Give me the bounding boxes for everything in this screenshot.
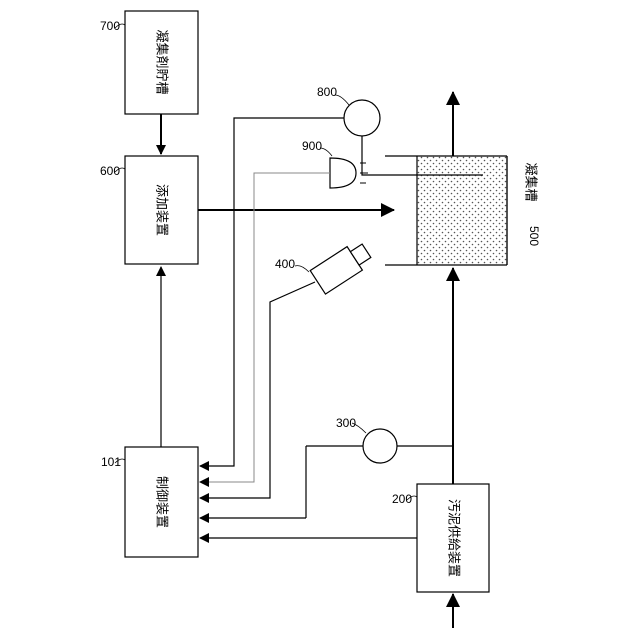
camera: 400	[200, 239, 374, 498]
addition-device-ref: 600	[100, 164, 120, 178]
flow-sensor: 300	[200, 416, 453, 518]
controller-ref: 101	[101, 455, 121, 469]
light-ref: 900	[302, 139, 322, 153]
sludge-supply-ref: 200	[392, 492, 412, 506]
light-unit: 900	[200, 139, 368, 482]
addition-device-block: 添加装置 600	[100, 156, 198, 264]
addition-device-label: 添加装置	[154, 184, 169, 236]
flow-sensor-ref: 300	[336, 416, 356, 430]
controller-block: 制御装置 101	[101, 447, 198, 557]
coagulation-tank-ref: 500	[527, 226, 541, 246]
controller-label: 制御装置	[154, 476, 169, 528]
sensor-800-ref: 800	[317, 85, 337, 99]
camera-ref: 400	[275, 257, 295, 271]
coagulant-tank-label: 凝集剤貯槽	[154, 29, 170, 94]
coagulation-tank: 500 凝集槽	[385, 156, 541, 265]
coagulant-tank-block: 凝集剤貯槽 700	[100, 11, 198, 114]
sludge-supply-label: 汚泥供給装置	[446, 499, 461, 577]
coagulation-tank-label: 凝集槽	[523, 162, 539, 201]
main-flow-lines	[161, 92, 453, 628]
